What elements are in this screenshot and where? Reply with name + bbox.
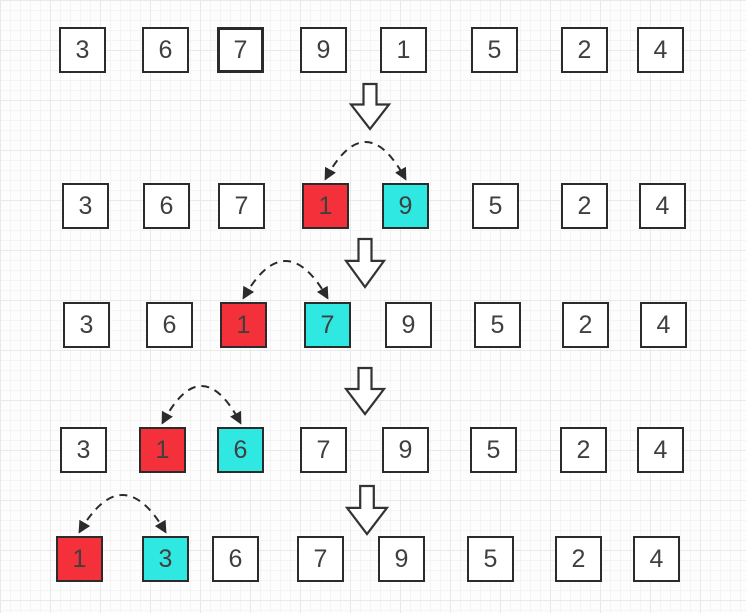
array-box[interactable]: 6 bbox=[212, 536, 259, 582]
array-box[interactable]: 6 bbox=[143, 183, 190, 229]
array-box[interactable]: 9 bbox=[385, 302, 432, 348]
array-box-moving[interactable]: 1 bbox=[56, 536, 103, 582]
swap-arc-arrow[interactable] bbox=[324, 141, 407, 181]
swap-arc-arrow[interactable] bbox=[242, 260, 329, 300]
array-box-moving[interactable]: 1 bbox=[302, 183, 349, 229]
array-box[interactable]: 4 bbox=[639, 183, 686, 229]
array-box[interactable]: 5 bbox=[470, 427, 517, 473]
swap-arc-arrow[interactable] bbox=[78, 494, 167, 534]
array-box[interactable]: 2 bbox=[555, 536, 602, 582]
array-box-moving[interactable]: 1 bbox=[139, 427, 186, 473]
array-box[interactable]: 2 bbox=[561, 183, 608, 229]
array-box-swapped[interactable]: 9 bbox=[382, 183, 429, 229]
swap-arc-arrow[interactable] bbox=[161, 385, 242, 425]
array-box[interactable]: 7 bbox=[218, 183, 265, 229]
array-box[interactable]: 2 bbox=[561, 27, 608, 73]
array-box[interactable]: 4 bbox=[637, 427, 684, 473]
step-down-arrow-icon[interactable] bbox=[348, 82, 392, 131]
array-box-swapped[interactable]: 3 bbox=[142, 536, 189, 582]
array-box[interactable]: 5 bbox=[474, 302, 521, 348]
array-box[interactable]: 7 bbox=[217, 27, 264, 73]
array-box[interactable]: 7 bbox=[300, 427, 347, 473]
array-box[interactable]: 6 bbox=[142, 27, 189, 73]
array-box[interactable]: 4 bbox=[637, 27, 684, 73]
array-box-moving[interactable]: 1 bbox=[220, 302, 267, 348]
array-box[interactable]: 9 bbox=[378, 536, 425, 582]
array-box[interactable]: 5 bbox=[472, 183, 519, 229]
array-box[interactable]: 6 bbox=[146, 302, 193, 348]
array-box[interactable]: 3 bbox=[62, 183, 109, 229]
array-box-swapped[interactable]: 7 bbox=[304, 302, 351, 348]
array-box[interactable]: 5 bbox=[467, 536, 514, 582]
array-box-swapped[interactable]: 6 bbox=[217, 427, 264, 473]
array-box[interactable]: 9 bbox=[300, 27, 347, 73]
array-box[interactable]: 2 bbox=[560, 427, 607, 473]
array-box[interactable]: 9 bbox=[382, 427, 429, 473]
array-box[interactable]: 5 bbox=[471, 27, 518, 73]
array-box[interactable]: 3 bbox=[59, 27, 106, 73]
step-down-arrow-icon[interactable] bbox=[343, 366, 387, 416]
step-down-arrow-icon[interactable] bbox=[344, 484, 390, 536]
array-box[interactable]: 4 bbox=[640, 302, 687, 348]
array-box[interactable]: 3 bbox=[63, 302, 110, 348]
array-box[interactable]: 1 bbox=[380, 27, 427, 73]
array-box[interactable]: 2 bbox=[562, 302, 609, 348]
array-box[interactable]: 3 bbox=[60, 427, 107, 473]
array-box[interactable]: 7 bbox=[297, 536, 344, 582]
array-box[interactable]: 4 bbox=[633, 536, 680, 582]
step-down-arrow-icon[interactable] bbox=[343, 237, 387, 289]
